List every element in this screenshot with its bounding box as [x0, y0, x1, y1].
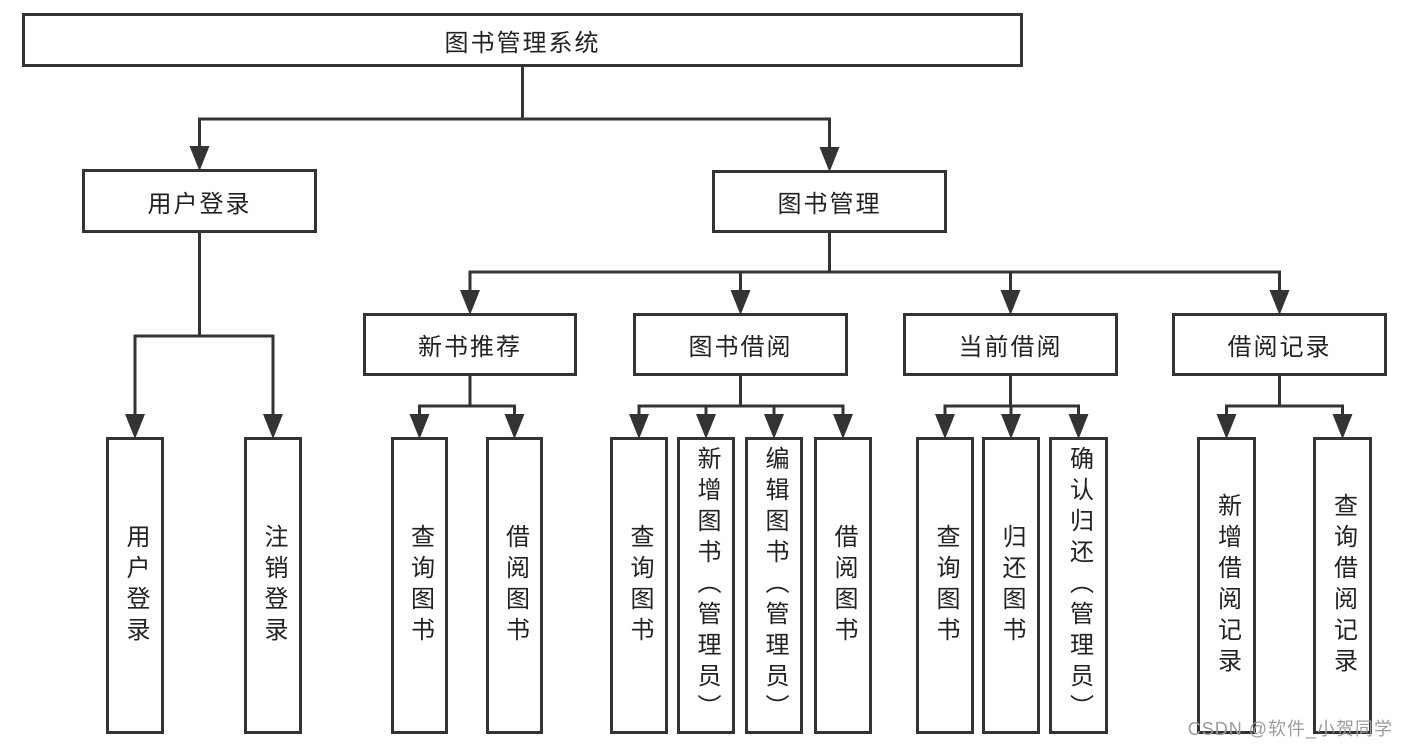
node-leaf-logout: 注销登录 [244, 437, 302, 734]
node-leaf-borrow-add: 新增图书（管理员） [677, 437, 735, 734]
node-leaf-records-add: 新增借阅记录 [1197, 437, 1256, 734]
node-current-borrow: 当前借阅 [903, 313, 1118, 376]
node-leaf-current-return: 归还图书 [982, 437, 1040, 734]
node-new-book-rec: 新书推荐 [363, 313, 577, 376]
node-leaf-records-query: 查询借阅记录 [1313, 437, 1372, 734]
node-book-borrow: 图书借阅 [633, 313, 848, 376]
node-book-mgmt: 图书管理 [712, 170, 947, 233]
node-borrow-records: 借阅记录 [1172, 313, 1387, 376]
node-leaf-newrec-borrow: 借阅图书 [486, 437, 543, 734]
node-leaf-borrow-query: 查询图书 [610, 437, 668, 734]
node-user-login: 用户登录 [82, 169, 317, 233]
node-leaf-current-confirm: 确认归还（管理员） [1049, 437, 1108, 734]
node-leaf-current-query: 查询图书 [916, 437, 974, 734]
node-leaf-borrow-edit: 编辑图书（管理员） [745, 437, 803, 734]
node-root: 图书管理系统 [22, 13, 1023, 67]
node-leaf-borrow-borrow: 借阅图书 [814, 437, 872, 734]
node-leaf-newrec-query: 查询图书 [391, 437, 448, 734]
watermark: CSDN @软件_小贺同学 [1187, 719, 1393, 739]
node-leaf-user-login: 用户登录 [106, 437, 164, 734]
